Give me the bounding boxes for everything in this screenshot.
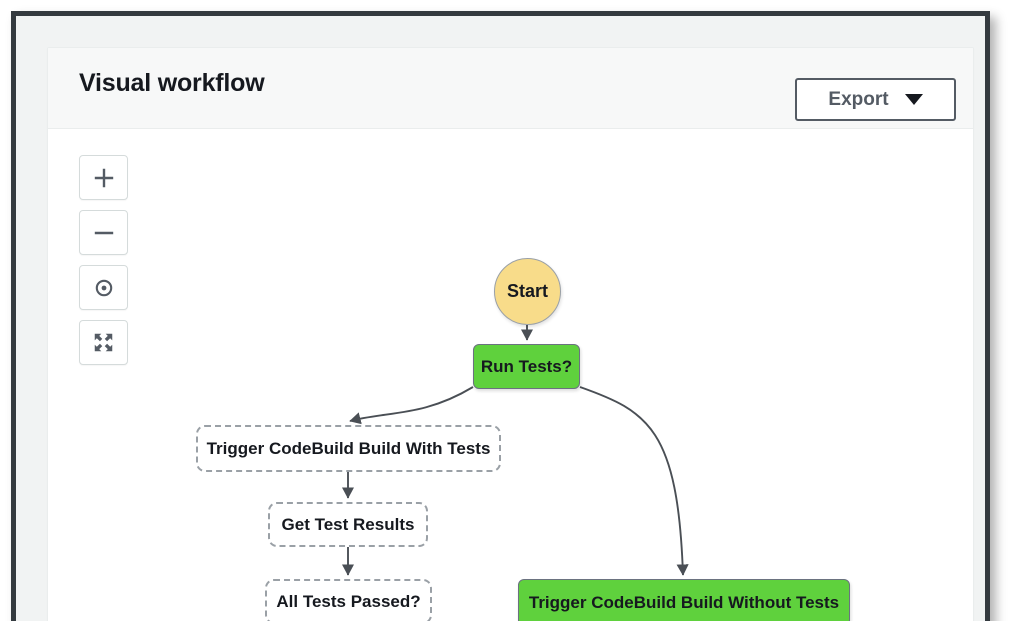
zoom-in-button[interactable] <box>79 155 128 200</box>
plus-icon <box>94 168 113 187</box>
workflow-canvas[interactable]: Start Run Tests? Trigger CodeBuild Build… <box>48 129 973 621</box>
flow-node-get-test-results[interactable]: Get Test Results <box>268 502 428 547</box>
edge-group <box>341 325 689 576</box>
export-button-label: Export <box>828 88 889 110</box>
flow-node-label: Get Test Results <box>281 514 415 534</box>
edge-run-tests-to-build-with <box>349 386 474 425</box>
flow-node-label: All Tests Passed? <box>276 591 421 611</box>
flow-diagram: Start Run Tests? Trigger CodeBuild Build… <box>48 129 973 621</box>
flow-edges <box>341 325 689 576</box>
flow-node-start[interactable]: Start <box>494 258 561 325</box>
chevron-down-icon <box>904 94 923 105</box>
edge-run-tests-to-build-without <box>579 386 689 576</box>
zoom-out-button[interactable] <box>79 210 128 255</box>
card-header: Visual workflow Export <box>48 48 973 129</box>
flow-node-trigger-codebuild-build-with-tests[interactable]: Trigger CodeBuild Build With Tests <box>196 425 501 472</box>
target-icon <box>95 279 112 296</box>
center-button[interactable] <box>79 265 128 310</box>
flow-node-label: Trigger CodeBuild Build With Tests <box>206 438 491 458</box>
flow-node-label: Start <box>506 281 548 301</box>
visual-workflow-card: Visual workflow Export <box>47 47 974 621</box>
expand-arrows-icon <box>94 333 113 352</box>
flow-node-trigger-codebuild-build-without-tests[interactable]: Trigger CodeBuild Build Without Tests <box>518 579 850 621</box>
page-title: Visual workflow <box>79 69 265 97</box>
fit-to-screen-button[interactable] <box>79 320 128 365</box>
window-frame: Visual workflow Export <box>11 11 990 621</box>
flow-node-label: Trigger CodeBuild Build Without Tests <box>528 592 840 612</box>
export-button[interactable]: Export <box>795 78 956 121</box>
flow-node-run-tests[interactable]: Run Tests? <box>473 344 580 389</box>
flow-node-label: Run Tests? <box>480 356 573 376</box>
view-controls <box>79 155 128 365</box>
flow-node-all-tests-passed[interactable]: All Tests Passed? <box>265 579 432 621</box>
minus-icon <box>94 231 113 234</box>
